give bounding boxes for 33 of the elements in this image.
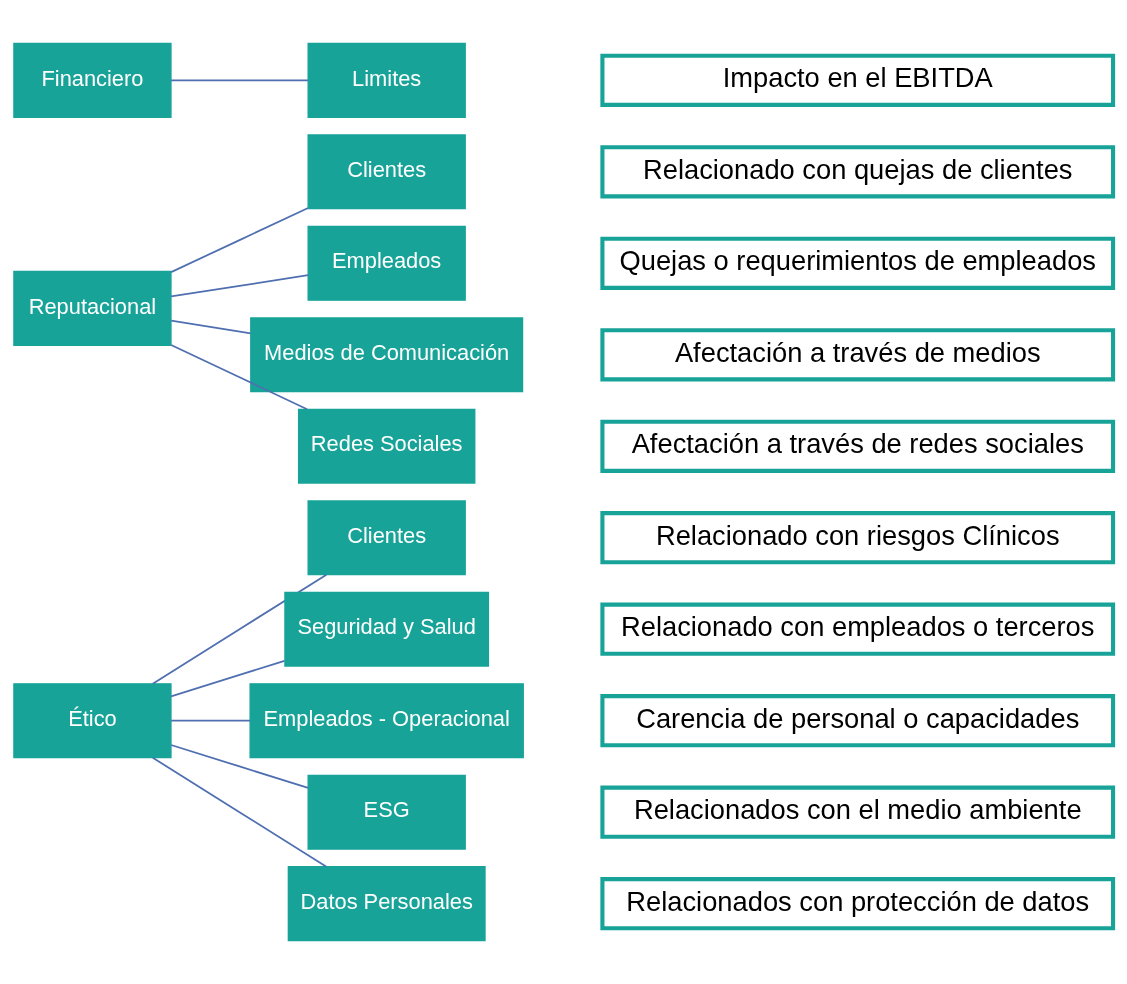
connector — [170, 319, 252, 335]
node-box: Relacionado con empleados o terceros — [600, 602, 1116, 656]
node-box: Afectación a través de redes sociales — [600, 419, 1116, 473]
connector — [170, 79, 309, 82]
node-box: Limites — [307, 42, 466, 118]
node-box: Clientes — [307, 134, 466, 210]
node-box: Reputacional — [13, 270, 172, 346]
connector — [170, 659, 286, 698]
node-box: Clientes — [307, 500, 466, 576]
connector — [170, 719, 251, 722]
node-box: ESG — [307, 774, 466, 850]
node-box: Empleados - Operacional — [249, 683, 524, 759]
connector — [151, 756, 328, 868]
node-box: Relacionados con el medio ambiente — [600, 785, 1116, 839]
connector — [170, 274, 309, 298]
node-box: Medios de Comunicación — [250, 317, 524, 393]
node-box: Impacto en el EBITDA — [600, 53, 1116, 107]
node-box: Redes Sociales — [297, 408, 476, 484]
connector — [170, 207, 309, 273]
node-box: Quejas o requerimientos de empleados — [600, 236, 1116, 290]
node-box: Carencia de personal o capacidades — [600, 694, 1116, 748]
node-box: Ético — [13, 683, 172, 759]
node-box: Empleados — [307, 225, 466, 301]
node-box: Datos Personales — [287, 866, 486, 942]
node-box: Financiero — [13, 42, 172, 118]
node-box: Seguridad y Salud — [284, 591, 490, 667]
node-box: Relacionado con quejas de clientes — [600, 145, 1116, 199]
node-box: Relacionados con protección de datos — [600, 877, 1116, 931]
node-box: Afectación a través de medios — [600, 328, 1116, 382]
connector — [170, 344, 308, 411]
node-box: Relacionado con riesgos Clínicos — [600, 511, 1116, 565]
connector — [170, 744, 309, 789]
connector — [151, 573, 328, 685]
